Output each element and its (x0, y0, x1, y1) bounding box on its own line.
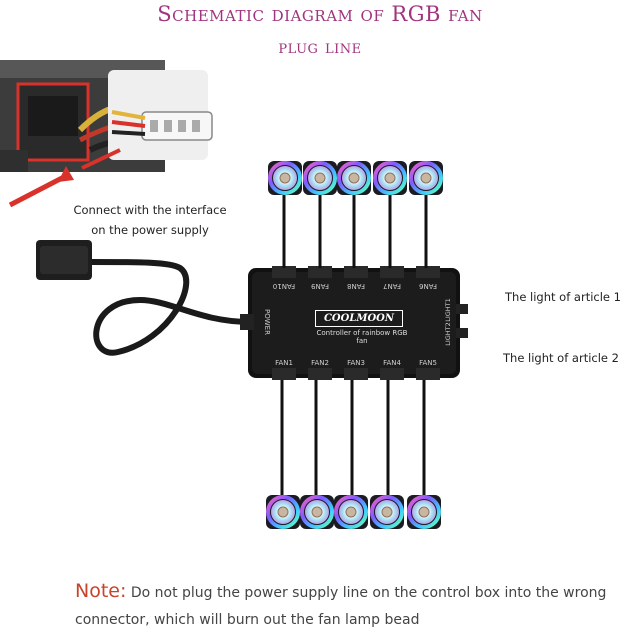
port-label-top: FAN10 (273, 282, 295, 290)
psu-caption-line-2: on the power supply (91, 223, 209, 237)
controller-subtitle: Controller of rainbow RGB fan (316, 329, 408, 345)
title-line-2: plug line (278, 36, 362, 58)
light-port-label: LIGHT1 (444, 298, 452, 322)
port-label-top: FAN6 (419, 282, 437, 290)
note-text: Do not plug the power supply line on the… (75, 585, 607, 628)
controller-brand: COOLMOON (315, 310, 403, 327)
port-label-bottom: FAN3 (347, 359, 365, 367)
top-fans (266, 159, 445, 268)
bottom-fans (264, 380, 443, 531)
psu-caption: Connect with the interface on the power … (60, 200, 240, 240)
light-label-1: The light of article 1 (505, 290, 621, 304)
power-port-label: POWER (263, 309, 271, 335)
port-label-bottom: FAN5 (419, 359, 437, 367)
port-label-bottom: FAN2 (311, 359, 329, 367)
warning-note: Note: Do not plug the power supply line … (75, 578, 615, 634)
port-label-top: FAN7 (383, 282, 401, 290)
controller-box: FAN10 FAN9 FAN8 FAN7 FAN6 FAN1 FAN2 FAN3… (240, 266, 468, 380)
port-label-bottom: FAN4 (383, 359, 401, 367)
molex-adapter (36, 240, 251, 356)
title-line-1: Schematic diagram of RGB fan (157, 2, 483, 26)
port-label-bottom: FAN1 (275, 359, 293, 367)
port-label-top: FAN9 (311, 282, 329, 290)
port-label-top: FAN8 (347, 282, 365, 290)
note-label: Note: (75, 580, 127, 602)
light-port-label: LIGHT2 (444, 322, 452, 346)
psu-caption-line-1: Connect with the interface (73, 203, 227, 217)
light-label-2: The light of article 2 (503, 351, 619, 365)
light-strips (468, 307, 640, 335)
power-supply-photo (0, 60, 213, 208)
